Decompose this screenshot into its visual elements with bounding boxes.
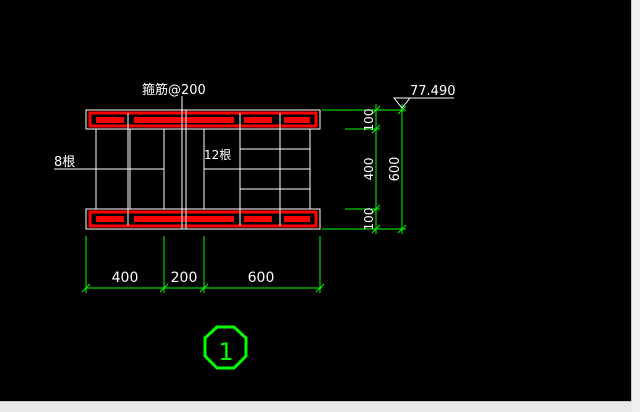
stirrup-lines — [54, 96, 310, 229]
top-rebar-band — [88, 111, 318, 128]
octagon-icon — [203, 325, 248, 370]
middle-rebar-label: 12根 — [204, 148, 231, 162]
stirrup-label: 箍筋@200 — [142, 82, 206, 98]
dim-right-2: 400 — [362, 158, 376, 181]
dim-right-3: 100 — [362, 208, 376, 231]
right-dimension-chain — [322, 104, 407, 234]
section-marker[interactable]: 1 — [203, 325, 248, 370]
dim-bottom-2: 200 — [171, 270, 198, 286]
elevation-value: 77.490 — [410, 84, 456, 99]
dim-bottom-1: 400 — [112, 270, 139, 286]
horizontal-scrollbar[interactable] — [0, 401, 632, 412]
bottom-rebar-band — [88, 210, 318, 228]
dim-right-total: 600 — [388, 157, 403, 182]
left-rebar-label: 8根 — [54, 155, 75, 170]
section-number: 1 — [218, 338, 233, 366]
dim-right-1: 100 — [362, 109, 376, 132]
elevation-marker — [392, 97, 454, 109]
dim-bottom-3: 600 — [248, 270, 275, 286]
bottom-dimension-chain — [81, 236, 325, 293]
vertical-scrollbar[interactable] — [631, 0, 640, 412]
